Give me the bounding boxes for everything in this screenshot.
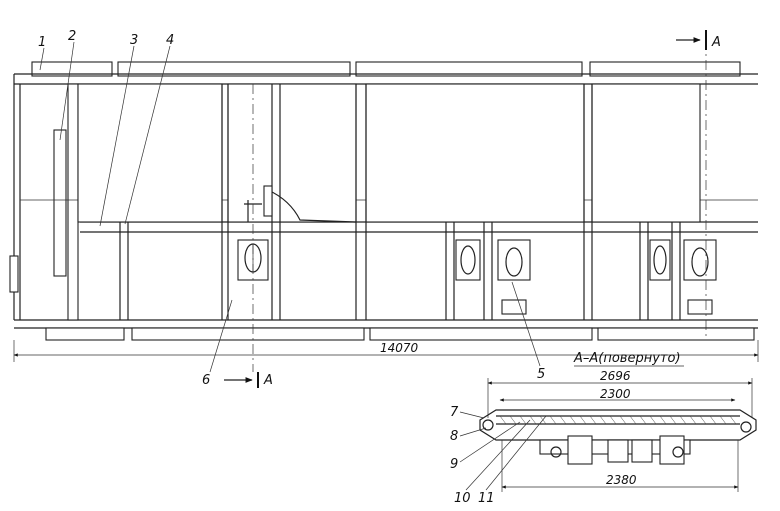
- section-view: А–А(повернуто) 2696 2300 2380 7 8: [450, 351, 757, 506]
- callout-9: 9: [450, 457, 458, 472]
- overall-length-dimension: 14070: [13, 340, 759, 362]
- top-deck-plate: [31, 61, 113, 77]
- wheel-assembly: [649, 239, 671, 281]
- callout-11: 11: [478, 491, 495, 506]
- bottom-deck-plate: [45, 327, 125, 341]
- section-title: А–А(повернуто): [573, 351, 681, 366]
- wheel-assembly: [683, 239, 717, 315]
- bottom-deck-plate: [131, 327, 365, 341]
- top-deck-plate: [355, 61, 583, 77]
- wheel-assembly: [497, 239, 531, 315]
- width-inner-label: 2300: [600, 387, 631, 401]
- width-bottom-label: 2380: [606, 473, 637, 487]
- overall-length-label: 14070: [380, 341, 419, 355]
- callout-7: 7: [450, 405, 459, 420]
- bottom-deck-plate: [369, 327, 593, 341]
- callout-1: 1: [38, 35, 46, 50]
- callout-3: 3: [130, 33, 138, 48]
- callout-6: 6: [202, 373, 210, 388]
- end-plate: [53, 129, 67, 277]
- callout-8: 8: [450, 429, 458, 444]
- callout-5: 5: [537, 367, 545, 382]
- callouts-plan: 1 2 3 4 5 6 A A: [38, 29, 721, 388]
- callout-4: 4: [166, 33, 174, 48]
- callout-2: 2: [68, 29, 76, 44]
- bottom-deck-plate: [597, 327, 755, 341]
- plan-view: [9, 30, 758, 388]
- top-deck-plate: [589, 61, 741, 77]
- end-beam: [67, 83, 79, 321]
- section-marker-bottom: A: [263, 373, 273, 388]
- wheel-assembly: [455, 239, 481, 281]
- callout-10: 10: [454, 491, 471, 506]
- section-marker-top: A: [711, 35, 721, 50]
- top-deck-plate: [117, 61, 351, 77]
- width-outer-label: 2696: [600, 369, 631, 383]
